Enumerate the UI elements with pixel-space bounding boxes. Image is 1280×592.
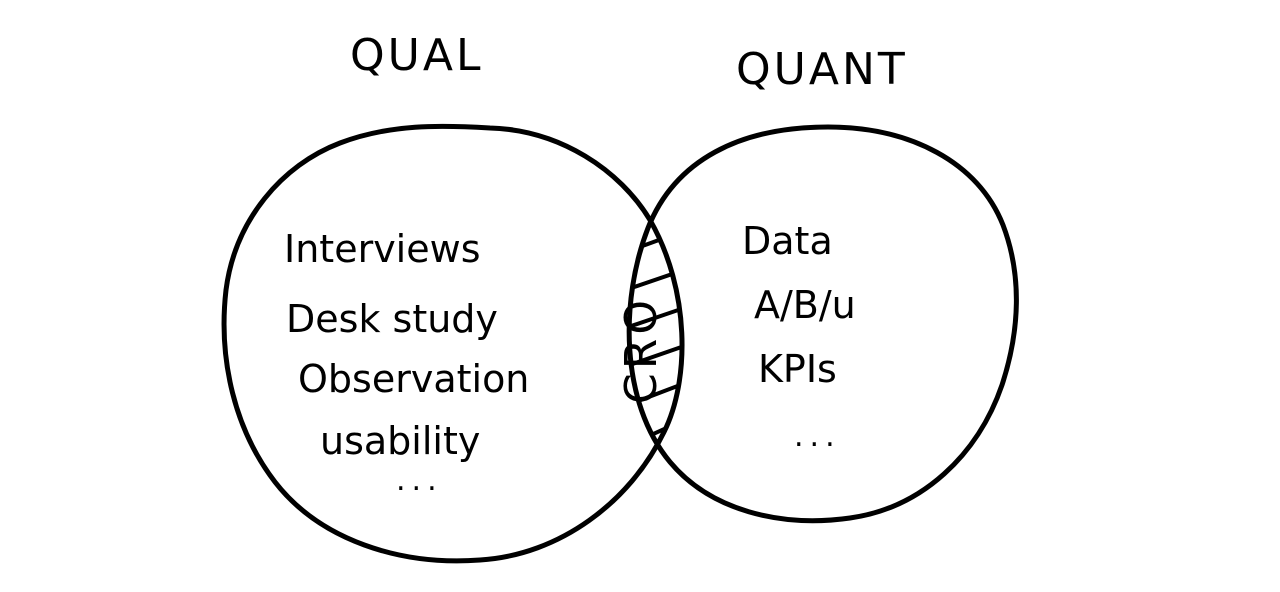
qual-title: QUAL [350,30,483,81]
hatch-line [629,380,683,416]
qual-circle [221,123,685,564]
hatch-line [629,304,683,340]
cro-label: CRO [616,296,667,404]
quant-item: KPIs [758,347,837,391]
quant-circle [626,124,1019,524]
qual-ellipsis: ... [396,463,443,498]
quant-ellipsis: ... [794,419,841,454]
quant-item: Data [742,219,833,263]
quant-item: A/B/u [754,283,856,327]
qual-item: usability [320,419,480,463]
hatch-line [629,268,683,302]
qual-item: Observation [298,357,529,401]
qual-item: Desk study [286,297,498,341]
qual-item: Interviews [284,227,481,271]
quant-title: QUANT [736,44,908,95]
hatch-line [629,342,683,378]
